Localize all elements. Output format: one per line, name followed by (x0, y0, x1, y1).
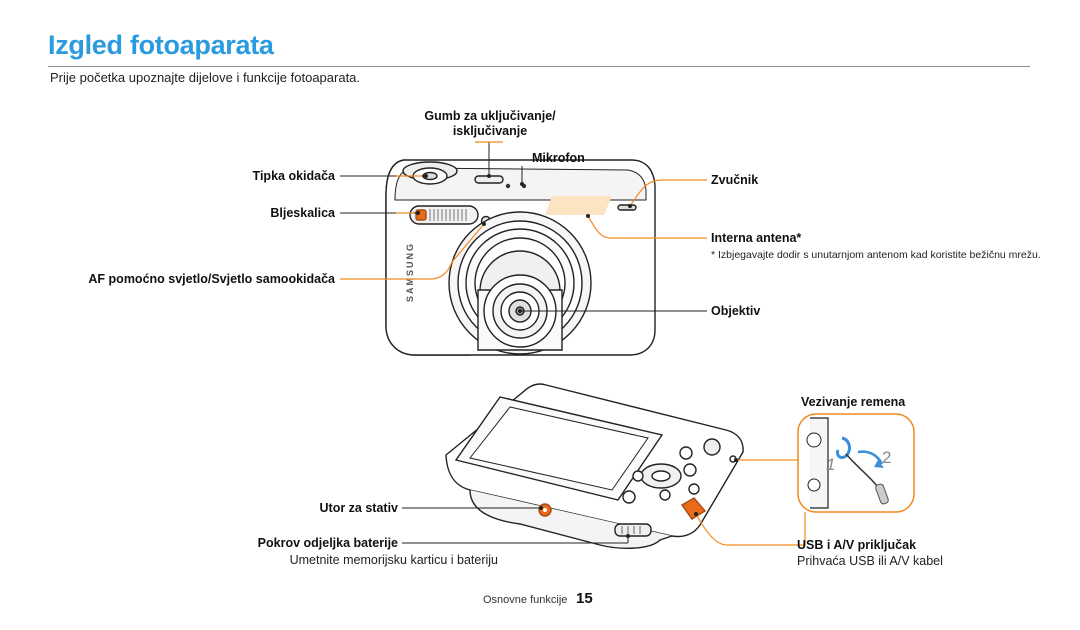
strap-step-2: 2 (882, 448, 892, 467)
usb-port-description: Prihvaća USB ili A/V kabel (797, 554, 943, 568)
battery-cover-description: Umetnite memorijsku karticu i bateriju (289, 553, 498, 567)
microphone-label: Mikrofon (532, 151, 585, 165)
strap-step-1: 1 (826, 455, 836, 474)
antenna-label: Interna antena* (711, 231, 802, 245)
lens-label: Objektiv (711, 304, 761, 318)
power-button-label-line2: isključivanje (452, 124, 528, 138)
af-lamp-label: AF pomoćno svjetlo/Svjetlo samookidača (88, 272, 335, 286)
usb-port-label: USB i A/V priključak (797, 538, 917, 552)
shutter-label: Tipka okidača (252, 169, 335, 183)
page-number: 15 (576, 590, 593, 607)
flash-label: Bljeskalica (270, 206, 335, 220)
leader-dots (416, 174, 738, 538)
brand-logo: SAMSUNG (405, 242, 415, 302)
page-title: Izgled fotoaparata (48, 30, 274, 60)
speaker-label: Zvučnik (711, 173, 759, 187)
footer-section: Osnovne funkcije (483, 594, 568, 606)
strap-label: Vezivanje remena (801, 395, 906, 409)
leader-lines (340, 142, 707, 544)
front-camera (385, 159, 656, 356)
back-camera (445, 383, 744, 549)
orange-leader-lines (340, 141, 806, 546)
tripod-label: Utor za stativ (319, 501, 399, 515)
strap-inset (797, 413, 915, 513)
title-divider (48, 66, 1030, 67)
battery-cover-label: Pokrov odjeljka baterije (257, 536, 398, 550)
power-button-label-line1: Gumb za uključivanje/ (424, 109, 556, 123)
intro-text: Prije početka upoznajte dijelove i funkc… (50, 70, 361, 85)
antenna-note: * Izbjegavajte dodir s unutarnjom anteno… (711, 249, 1041, 261)
